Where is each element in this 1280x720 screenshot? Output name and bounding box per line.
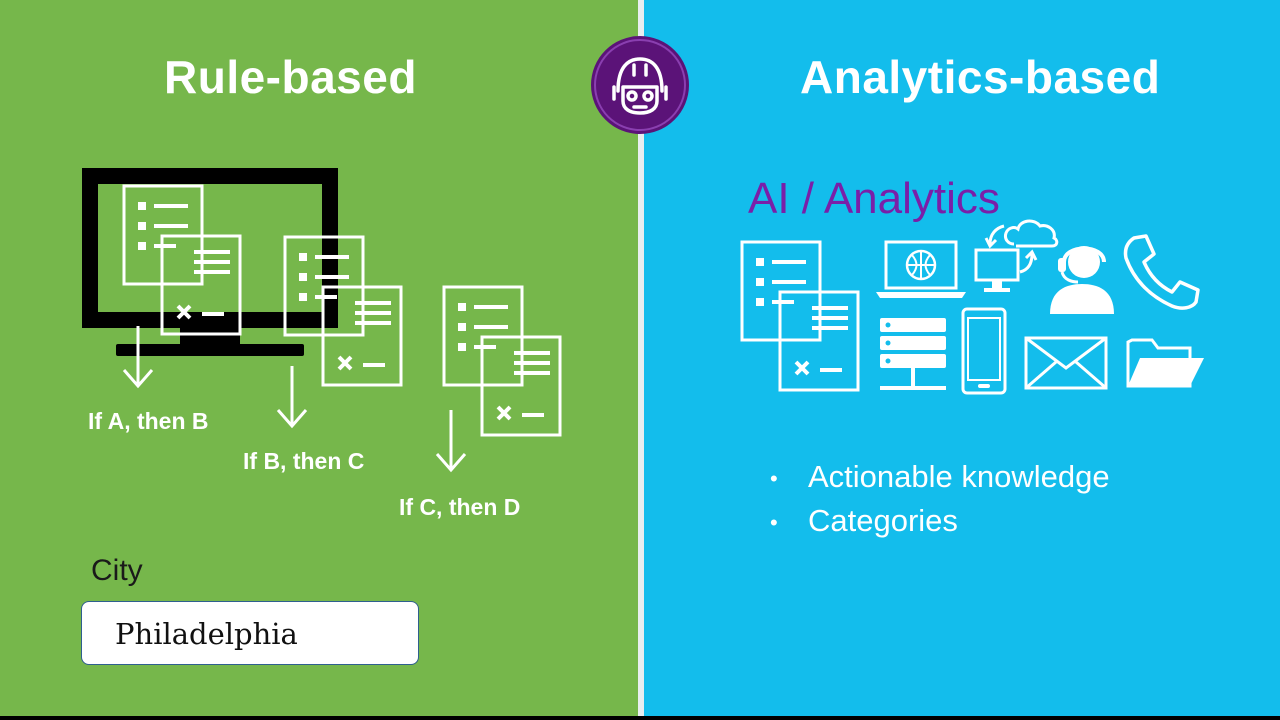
arrow-down-icon — [435, 408, 467, 472]
support-agent-icon — [1050, 246, 1114, 314]
rule-based-panel — [0, 0, 638, 716]
bullet-text: Categories — [808, 502, 958, 538]
folder-icon — [1126, 338, 1204, 388]
city-input[interactable] — [115, 612, 405, 656]
rule-b-c: If B, then C — [243, 448, 365, 474]
laptop-globe-icon — [876, 240, 966, 298]
cloud-sync-icon — [974, 219, 1059, 292]
form-icon — [742, 242, 862, 392]
bottom-bar — [0, 716, 1280, 720]
ai-analytics-title: AI / Analytics — [748, 174, 1000, 223]
bullet-list: •Actionable knowledge •Categories — [770, 456, 1110, 544]
city-label: City — [91, 554, 143, 587]
mobile-icon — [961, 307, 1007, 395]
phone-icon — [1123, 234, 1200, 310]
server-icon — [880, 318, 946, 390]
rule-based-title: Rule-based — [164, 51, 417, 103]
form-icon — [285, 237, 405, 387]
rule-a-b: If A, then B — [88, 408, 209, 434]
mail-icon — [1024, 336, 1108, 390]
bullet-item: •Categories — [770, 502, 958, 538]
analytics-based-title: Analytics-based — [800, 51, 1161, 103]
panel-divider — [638, 0, 644, 720]
arrow-down-icon — [122, 324, 154, 388]
rule-c-d: If C, then D — [399, 494, 521, 520]
form-icon — [124, 186, 244, 336]
robot-icon — [591, 36, 689, 134]
bullet-item: •Actionable knowledge — [770, 459, 1110, 494]
city-field[interactable] — [81, 601, 419, 665]
arrow-down-icon — [276, 364, 308, 428]
bullet-text: Actionable knowledge — [808, 459, 1110, 494]
monitor-icon — [82, 168, 338, 356]
